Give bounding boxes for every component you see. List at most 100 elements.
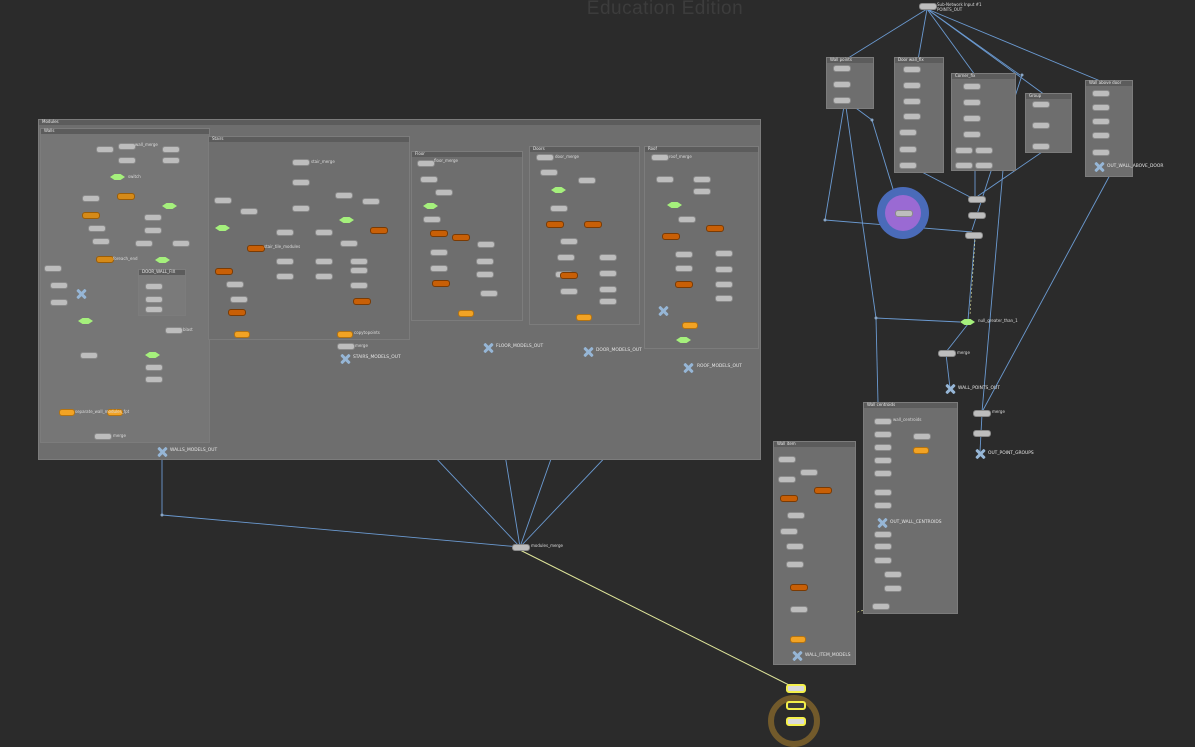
node[interactable] (874, 489, 892, 496)
node[interactable] (1092, 132, 1110, 139)
node[interactable] (800, 469, 818, 476)
node[interactable] (557, 254, 575, 261)
node[interactable] (350, 267, 368, 274)
network-box-stairs[interactable]: Stairs (208, 136, 410, 340)
switch-node[interactable] (339, 217, 354, 223)
node[interactable] (693, 176, 711, 183)
node[interactable] (350, 258, 368, 265)
foreach-node[interactable] (662, 233, 680, 240)
switch-node[interactable] (676, 337, 691, 343)
node[interactable] (715, 250, 733, 257)
node[interactable] (874, 457, 892, 464)
node[interactable] (973, 430, 991, 437)
foreach-node[interactable] (546, 221, 564, 228)
switch-node[interactable] (423, 203, 438, 209)
node[interactable] (226, 281, 244, 288)
node[interactable] (963, 131, 981, 138)
switch-node[interactable] (667, 202, 682, 208)
foreach-node[interactable] (117, 193, 135, 200)
node[interactable] (423, 216, 441, 223)
node[interactable] (1092, 118, 1110, 125)
foreach-node[interactable] (215, 268, 233, 275)
output-node-icon[interactable] (157, 447, 168, 457)
switch-node[interactable] (78, 318, 93, 324)
node[interactable] (435, 189, 453, 196)
node[interactable] (903, 113, 921, 120)
node[interactable] (913, 433, 931, 440)
node[interactable] (578, 177, 596, 184)
switch-node[interactable] (551, 187, 566, 193)
foreach-node[interactable] (790, 584, 808, 591)
node[interactable] (1092, 149, 1110, 156)
node[interactable] (94, 433, 112, 440)
node[interactable] (477, 241, 495, 248)
foreach-node[interactable] (706, 225, 724, 232)
foreach-node[interactable] (96, 256, 114, 263)
node[interactable] (550, 205, 568, 212)
node[interactable] (968, 212, 986, 219)
foreach-node[interactable] (228, 309, 246, 316)
output-node-icon[interactable] (945, 384, 956, 394)
foreach-node[interactable] (560, 272, 578, 279)
switch-node[interactable] (215, 225, 230, 231)
copytopoints-node[interactable] (234, 331, 250, 338)
foreach-node[interactable] (247, 245, 265, 252)
copytopoints-node[interactable] (458, 310, 474, 317)
node[interactable] (786, 543, 804, 550)
node[interactable] (599, 254, 617, 261)
node[interactable] (903, 66, 921, 73)
foreach-node[interactable] (82, 212, 100, 219)
copytopoints-node[interactable] (682, 322, 698, 329)
node[interactable] (874, 470, 892, 477)
node[interactable] (50, 282, 68, 289)
node[interactable] (476, 271, 494, 278)
node[interactable] (162, 157, 180, 164)
node[interactable] (315, 229, 333, 236)
node[interactable] (292, 179, 310, 186)
node[interactable] (899, 146, 917, 153)
node[interactable] (214, 197, 232, 204)
foreach-node[interactable] (430, 230, 448, 237)
node[interactable] (118, 143, 136, 150)
switch-node[interactable] (145, 352, 160, 358)
node[interactable] (144, 214, 162, 221)
node[interactable] (476, 258, 494, 265)
highlighted-node[interactable] (786, 701, 806, 710)
node[interactable] (693, 188, 711, 195)
node[interactable] (715, 266, 733, 273)
null-greater-than-node[interactable] (960, 319, 975, 325)
node[interactable] (230, 296, 248, 303)
node[interactable] (874, 543, 892, 550)
node[interactable] (340, 240, 358, 247)
node[interactable] (675, 265, 693, 272)
node[interactable] (874, 531, 892, 538)
node[interactable] (1032, 143, 1050, 150)
node[interactable] (162, 146, 180, 153)
copytopoints-node[interactable] (107, 409, 123, 416)
foreach-node[interactable] (814, 487, 832, 494)
node[interactable] (778, 476, 796, 483)
node[interactable] (276, 229, 294, 236)
node[interactable] (903, 82, 921, 89)
node[interactable] (292, 159, 310, 166)
node[interactable] (420, 176, 438, 183)
output-node-icon[interactable] (1094, 162, 1105, 172)
copytopoints-node[interactable] (913, 447, 929, 454)
node[interactable] (292, 205, 310, 212)
node[interactable] (874, 502, 892, 509)
switch-node[interactable] (110, 174, 125, 180)
node[interactable] (955, 162, 973, 169)
highlighted-output-node[interactable] (786, 717, 806, 726)
node[interactable] (899, 129, 917, 136)
node[interactable] (963, 99, 981, 106)
node[interactable] (337, 343, 355, 350)
node[interactable] (975, 147, 993, 154)
node[interactable] (315, 258, 333, 265)
node[interactable] (335, 192, 353, 199)
node[interactable] (144, 227, 162, 234)
switch-node[interactable] (155, 257, 170, 263)
node[interactable] (833, 65, 851, 72)
node[interactable] (172, 240, 190, 247)
node[interactable] (96, 146, 114, 153)
node[interactable] (145, 283, 163, 290)
